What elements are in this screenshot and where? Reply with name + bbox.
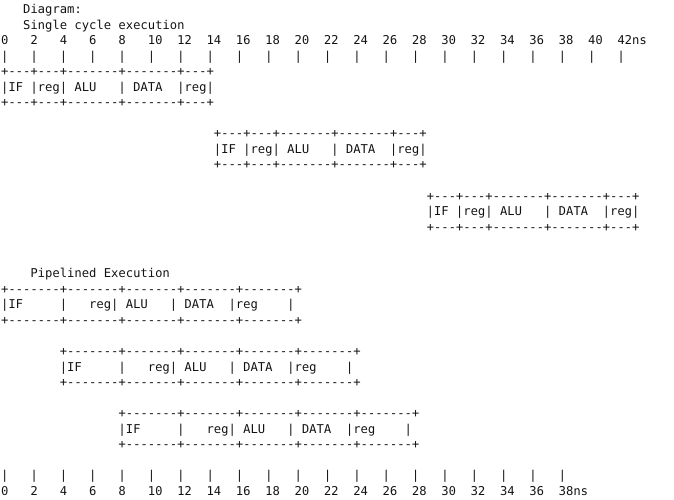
pipeline-ascii-diagram: Diagram: Single cycle execution 0 2 4 6 … <box>1 2 647 498</box>
